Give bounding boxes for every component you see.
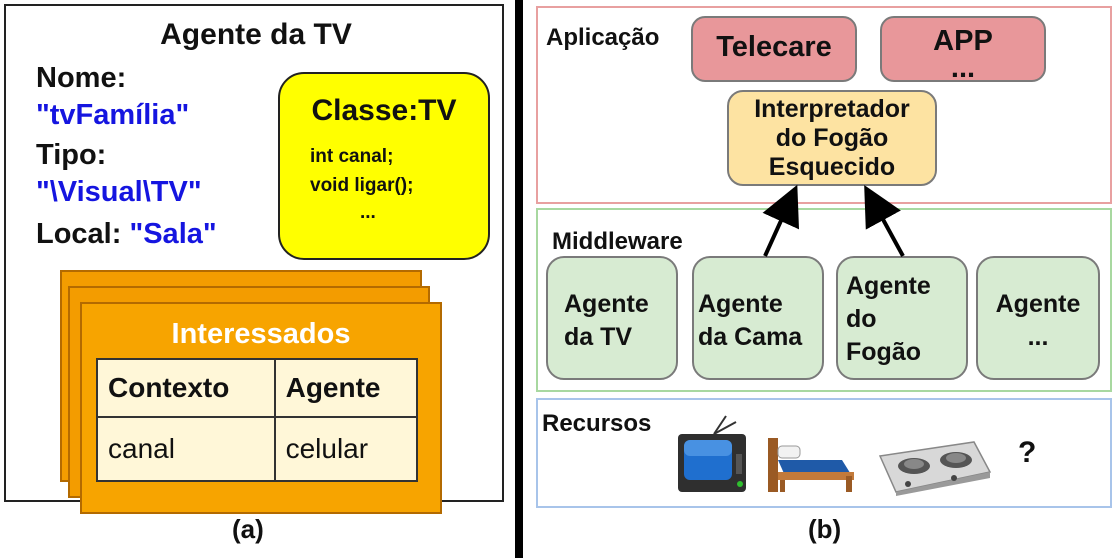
app-box-label: Telecare [716,31,832,63]
local-label: Local: [36,218,122,250]
agent-line: Agente [698,290,783,318]
layer-label-middleware: Middleware [552,228,683,255]
agent-other-box: Agente ... [976,256,1100,380]
agent-line: da Cama [698,323,803,351]
tipo-label: Tipo: [36,139,107,171]
agent-line: Agente [846,272,931,300]
agent-line: ... [1027,323,1049,351]
nome-value: "tvFamília" [36,99,190,131]
arrow-cama-to-interpretador [762,184,800,257]
code-line: int canal; [310,146,394,167]
table-header: Contexto [96,358,276,418]
app-box-ellipsis: ... [950,52,976,84]
interp-line: do Fogão [775,124,889,152]
telecare-box: Telecare [691,16,857,82]
agent-tv-panel: Agente da TV Nome: "tvFamília" Tipo: "\V… [4,4,504,514]
arrow-fogao-to-interpretador [864,184,905,257]
layer-label-aplicacao: Aplicação [546,24,660,51]
interp-line: Interpretador [754,95,910,123]
interessados-title: Interessados [171,318,351,350]
agent-line: Fogão [846,338,921,366]
panel-separator [515,0,523,558]
layer-label-recursos: Recursos [542,410,652,437]
stove-icon [878,441,992,496]
table-cell: canal [96,416,276,482]
resources-layer: Recursos [536,398,1112,508]
class-box: Classe:TV int canal; void ligar(); ... [278,72,490,260]
agent-tv-box: Agente da TV [546,256,678,380]
table-header-row: Contexto Agente [96,358,419,418]
local-row: Local: "Sala" [36,218,217,251]
class-title: Classe:TV [311,94,457,127]
bed-icon [768,438,854,492]
unknown-resource: ? [1018,436,1037,469]
tv-icon [678,415,746,492]
agent-line: da TV [564,323,633,351]
agent-line: do [846,305,877,333]
agent-title: Agente da TV [160,18,352,51]
table-cell: celular [273,416,419,482]
interp-line: Esquecido [768,153,896,181]
agent-line: Agente [995,290,1081,318]
tipo-value: "\Visual\TV" [36,176,202,208]
code-line: ... [360,202,376,223]
agent-cama-box: Agente da Cama [692,256,824,380]
agent-line: Agente [564,290,649,318]
interessados-card: Interessados Contexto Agente canal celul… [80,302,442,514]
agent-fogao-box: Agente do Fogão [836,256,968,380]
interessados-table: Contexto Agente canal celular [96,358,419,482]
table-row: canal celular [96,416,419,482]
app-box: APP ... [880,16,1046,84]
nome-label: Nome: [36,62,127,94]
caption-b: (b) [808,514,842,544]
caption-a: (a) [232,514,264,544]
code-line: void ligar(); [310,175,414,196]
local-value: "Sala" [129,218,217,250]
table-header: Agente [273,358,419,418]
interpretador-box: Interpretador do Fogão Esquecido [727,90,937,186]
app-box-label: APP [933,25,993,57]
